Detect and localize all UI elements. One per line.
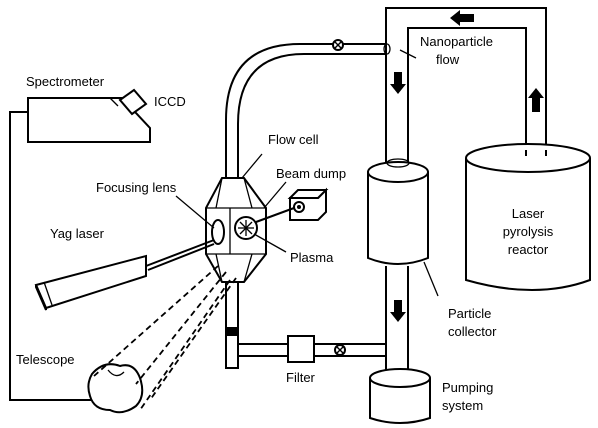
valve-top-icon [332, 39, 344, 51]
flow-arrow-up-icon [528, 88, 544, 112]
label-iccd: ICCD [154, 94, 186, 109]
label-particle-collector-1: Particle [448, 306, 491, 321]
plasma [234, 216, 258, 240]
label-filter: Filter [286, 370, 316, 385]
iccd[interactable] [118, 88, 148, 116]
leader-lines [175, 49, 439, 297]
label-flow-cell: Flow cell [268, 132, 319, 147]
focusing-lens [211, 219, 225, 245]
spectrometer[interactable] [27, 97, 151, 143]
beam-dump [287, 187, 329, 221]
flow-arrow-left-icon [450, 10, 474, 26]
flow-arrow-down-lower-icon [390, 300, 406, 322]
label-nanoparticle-flow-2: flow [436, 52, 460, 67]
transport-pipe [385, 7, 547, 163]
label-reactor-2: pyrolysis [503, 224, 554, 239]
filter [287, 335, 386, 363]
particle-collector [367, 158, 429, 372]
laser-beam-in-lower [147, 243, 215, 271]
laser-beam-out [255, 207, 295, 223]
label-nanoparticle-flow-1: Nanoparticle [420, 34, 493, 49]
pumping-system [369, 368, 431, 424]
label-spectrometer: Spectrometer [26, 74, 105, 89]
label-telescope: Telescope [16, 352, 75, 367]
label-pumping-system-1: Pumping [442, 380, 493, 395]
light-collection-paths [93, 265, 237, 411]
laser-beam-in [145, 239, 215, 267]
flow-arrow-down-icon [390, 72, 406, 94]
label-particle-collector-2: collector [448, 324, 497, 339]
laser-pyrolysis-reactor [465, 143, 591, 291]
inlet-tube [225, 43, 391, 200]
telescope[interactable] [87, 363, 144, 414]
optical-fiber [9, 111, 112, 401]
label-yag-laser: Yag laser [50, 226, 105, 241]
valve-bottom-icon [334, 344, 346, 356]
label-focusing-lens: Focusing lens [96, 180, 177, 195]
label-plasma: Plasma [290, 250, 334, 265]
outlet-tube [225, 282, 288, 369]
label-reactor-1: Laser [512, 206, 545, 221]
label-pumping-system-2: system [442, 398, 483, 413]
label-beam-dump: Beam dump [276, 166, 346, 181]
label-reactor-3: reactor [508, 242, 549, 257]
yag-laser[interactable] [34, 254, 147, 311]
